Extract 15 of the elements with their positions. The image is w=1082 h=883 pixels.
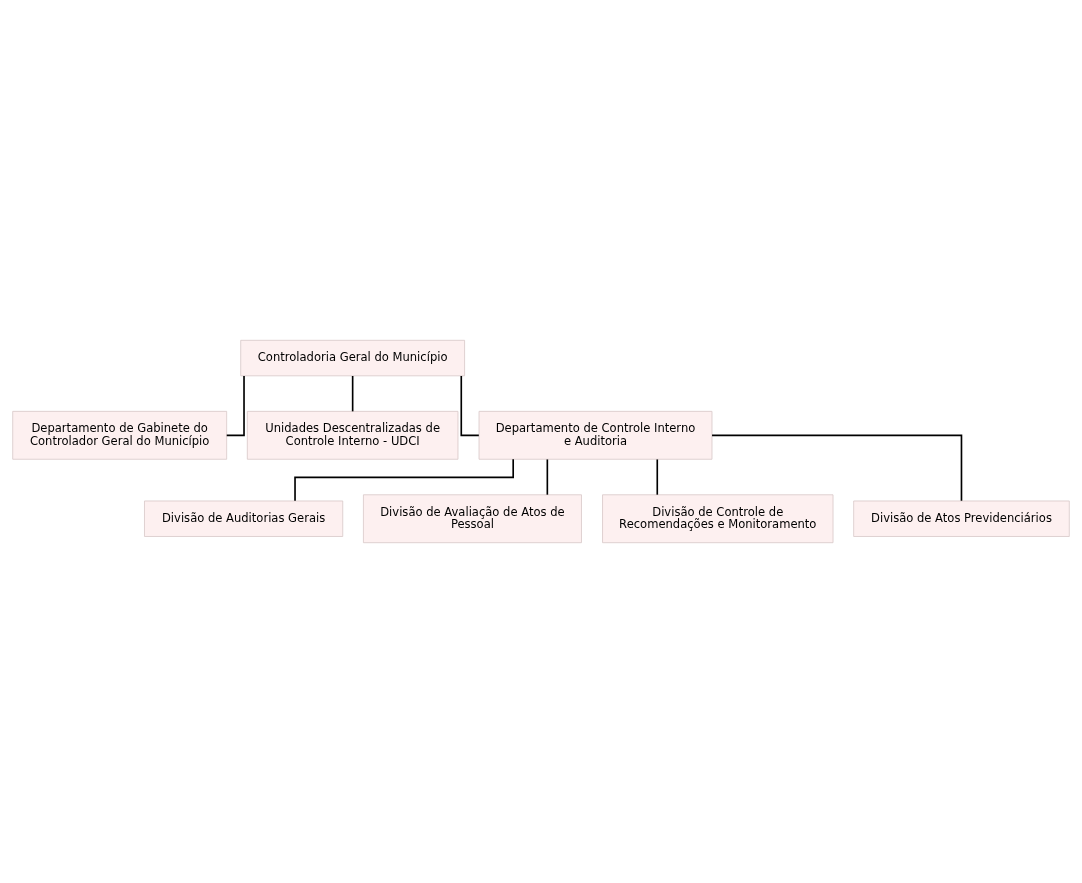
connector — [294, 458, 514, 502]
node-box: Divisão de Controle de Recomendações e Monitoramento — [602, 494, 834, 544]
node-box: Unidades Descentralizadas de Controle Interno - UDCI — [246, 410, 459, 460]
node-box: Departamento de Gabinete do Controlador Geral do Município — [12, 410, 228, 460]
node-box: Departamento de Controle Interno e Auditoria — [478, 410, 713, 460]
node-box: Divisão de Auditorias Gerais — [144, 500, 344, 537]
connector — [711, 434, 963, 502]
connector — [656, 458, 659, 496]
node-box: Controladoria Geral do Município — [240, 339, 465, 377]
connector — [460, 375, 480, 437]
connector — [225, 375, 245, 437]
node-box: Divisão de Atos Previdenciários — [853, 500, 1070, 537]
node-box: Divisão de Avaliação de Atos de Pessoal — [362, 494, 582, 544]
connector — [351, 375, 354, 413]
connector — [546, 458, 549, 496]
